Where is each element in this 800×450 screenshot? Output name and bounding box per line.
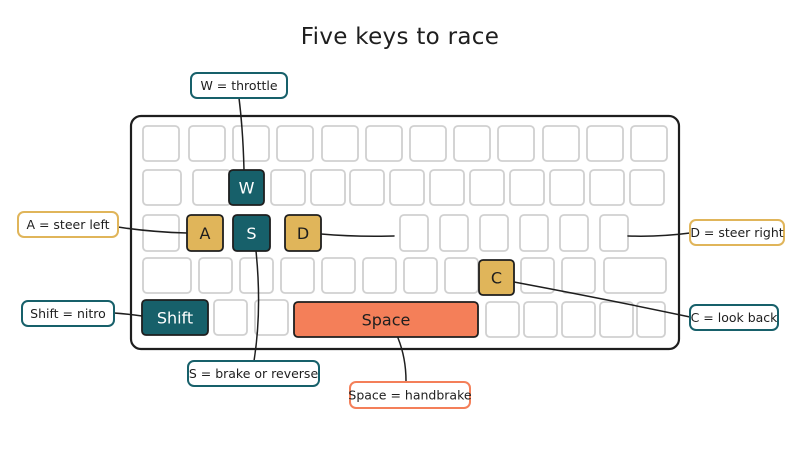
blank-key	[198, 257, 233, 294]
blank-key	[280, 257, 315, 294]
key-space-label: Space	[362, 311, 411, 330]
callout-d: D = steer right	[689, 219, 785, 246]
key-w-label: W	[239, 179, 255, 198]
blank-key	[362, 257, 397, 294]
blank-key	[142, 257, 192, 294]
key-w: W	[228, 169, 265, 206]
key-c: C	[478, 259, 515, 296]
leader-shift	[113, 312, 143, 317]
key-d: D	[284, 214, 322, 252]
callout-w: W = throttle	[190, 72, 288, 99]
callout-space-text: Space = handbrake	[348, 388, 471, 403]
blank-key	[349, 169, 385, 206]
blank-key	[213, 299, 248, 336]
blank-key	[429, 169, 465, 206]
callout-c-text: C = look back	[691, 310, 779, 325]
blank-key	[630, 125, 668, 162]
key-space: Space	[293, 301, 479, 338]
blank-key	[409, 125, 447, 162]
blank-key	[192, 169, 232, 206]
blank-key	[439, 214, 469, 252]
blank-key	[561, 301, 596, 338]
blank-key	[485, 301, 520, 338]
blank-key	[188, 125, 226, 162]
blank-key	[403, 257, 438, 294]
blank-key	[542, 125, 580, 162]
blank-key	[561, 257, 596, 294]
blank-key	[549, 169, 585, 206]
leader-s	[253, 250, 260, 362]
key-a: A	[186, 214, 224, 252]
callout-c: C = look back	[689, 304, 779, 331]
diagram-title: Five keys to race	[300, 24, 500, 50]
blank-key	[276, 125, 314, 162]
blank-key	[599, 214, 629, 252]
key-c-label: C	[491, 269, 502, 288]
blank-key	[603, 257, 667, 294]
leader-space	[397, 337, 407, 382]
blank-key	[599, 301, 634, 338]
blank-key	[497, 125, 535, 162]
leader-w	[238, 97, 245, 171]
leader-lines	[113, 97, 691, 382]
blank-key	[444, 257, 479, 294]
blank-key	[519, 214, 549, 252]
callout-a-text: A = steer left	[26, 217, 109, 232]
blank-key	[232, 125, 270, 162]
blank-key	[321, 257, 356, 294]
blank-key	[509, 169, 545, 206]
callout-a: A = steer left	[17, 211, 119, 238]
leader-d-right	[627, 232, 691, 237]
callout-space: Space = handbrake	[348, 381, 472, 409]
highlighted-keys: W A S D C Shift Space	[141, 169, 515, 338]
blank-key	[629, 169, 665, 206]
blank-key	[321, 125, 359, 162]
blank-key	[586, 125, 624, 162]
key-s: S	[232, 214, 271, 252]
callout-shift-text: Shift = nitro	[30, 306, 106, 321]
key-a-label: A	[200, 224, 211, 243]
callout-d-text: D = steer right	[690, 225, 783, 240]
blank-key	[399, 214, 429, 252]
blank-key	[365, 125, 403, 162]
leader-a	[117, 226, 188, 234]
blank-key	[523, 301, 558, 338]
blank-key	[520, 257, 555, 294]
callout-s-text: S = brake or reverse	[189, 366, 319, 381]
key-shift: Shift	[141, 299, 209, 336]
leader-d	[320, 233, 395, 237]
blank-key	[469, 169, 505, 206]
callouts: W = throttle A = steer left S = brake or…	[17, 72, 785, 409]
callout-s: S = brake or reverse	[187, 360, 320, 387]
blank-key	[389, 169, 425, 206]
key-d-label: D	[297, 224, 309, 243]
callout-w-text: W = throttle	[200, 78, 277, 93]
key-s-label: S	[246, 224, 256, 243]
blank-key	[589, 169, 625, 206]
blank-key	[270, 169, 306, 206]
blank-key	[453, 125, 491, 162]
blank-key	[142, 125, 180, 162]
key-shift-label: Shift	[157, 309, 193, 328]
leader-c	[513, 281, 691, 318]
blank-key	[310, 169, 346, 206]
callout-shift: Shift = nitro	[21, 300, 115, 327]
blank-key	[479, 214, 509, 252]
blank-key	[559, 214, 589, 252]
blank-key	[142, 169, 182, 206]
blank-key	[254, 299, 289, 336]
